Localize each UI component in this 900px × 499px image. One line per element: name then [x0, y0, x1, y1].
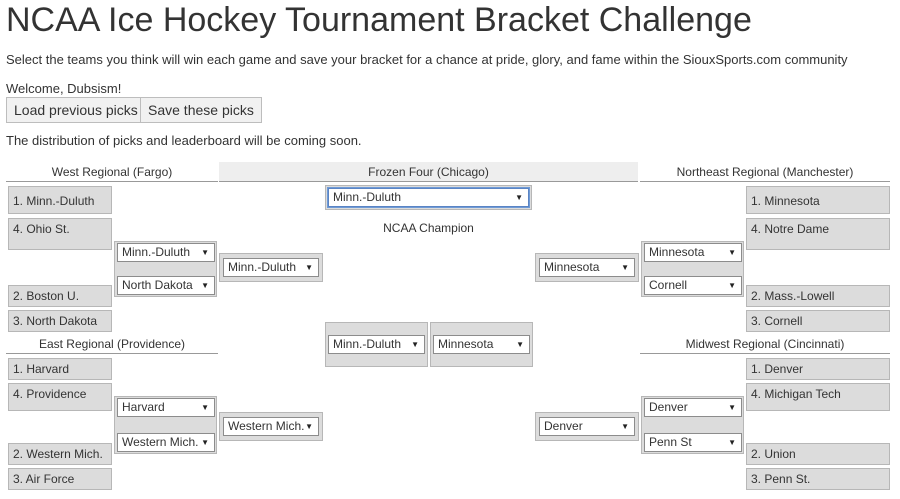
northeast-regional-header: Northeast Regional (Manchester) [640, 162, 890, 182]
midwest-final-select[interactable]: Denver▼ [539, 417, 635, 436]
east-regional-header: East Regional (Providence) [6, 334, 218, 354]
chevron-down-icon: ▼ [201, 403, 209, 412]
leaderboard-notice: The distribution of picks and leaderboar… [6, 133, 362, 148]
midwest-regional-header: Midwest Regional (Cincinnati) [640, 334, 890, 354]
chevron-down-icon: ▼ [621, 263, 629, 272]
midwest-semi-2-select[interactable]: Penn St▼ [644, 433, 742, 452]
welcome-message: Welcome, Dubsism! [6, 81, 122, 96]
west-semi-1-select[interactable]: Minn.-Duluth▼ [117, 243, 215, 262]
east-team-4: 4. Providence [8, 383, 112, 411]
chevron-down-icon: ▼ [621, 422, 629, 431]
chevron-down-icon: ▼ [515, 193, 523, 202]
chevron-down-icon: ▼ [516, 340, 524, 349]
load-picks-button[interactable]: Load previous picks [6, 97, 146, 123]
midwest-team-3: 3. Penn St. [746, 468, 890, 490]
chevron-down-icon: ▼ [201, 248, 209, 257]
chevron-down-icon: ▼ [728, 248, 736, 257]
northeast-team-1: 1. Minnesota [746, 186, 890, 214]
west-team-1: 1. Minn.-Duluth [8, 186, 112, 214]
west-team-4: 4. Ohio St. [8, 218, 112, 250]
final-right-select[interactable]: Minnesota▼ [433, 335, 530, 354]
midwest-semi-1-select[interactable]: Denver▼ [644, 398, 742, 417]
northeast-semi-1-select[interactable]: Minnesota▼ [644, 243, 742, 262]
northeast-team-2: 2. Mass.-Lowell [746, 285, 890, 307]
northeast-team-3: 3. Cornell [746, 310, 890, 332]
east-final-select[interactable]: Western Mich.▼ [223, 417, 319, 436]
northeast-team-4: 4. Notre Dame [746, 218, 890, 250]
chevron-down-icon: ▼ [728, 403, 736, 412]
midwest-team-4: 4. Michigan Tech [746, 383, 890, 411]
west-team-2: 2. Boston U. [8, 285, 112, 307]
champion-select[interactable]: Minn.-Duluth▼ [327, 187, 530, 208]
midwest-team-2: 2. Union [746, 443, 890, 465]
northeast-semi-2-select[interactable]: Cornell▼ [644, 276, 742, 295]
chevron-down-icon: ▼ [201, 281, 209, 290]
east-semi-1-select[interactable]: Harvard▼ [117, 398, 215, 417]
chevron-down-icon: ▼ [728, 438, 736, 447]
midwest-team-1: 1. Denver [746, 358, 890, 380]
chevron-down-icon: ▼ [411, 340, 419, 349]
chevron-down-icon: ▼ [728, 281, 736, 290]
page-title: NCAA Ice Hockey Tournament Bracket Chall… [6, 1, 752, 39]
save-picks-button[interactable]: Save these picks [140, 97, 262, 123]
east-team-2: 2. Western Mich. [8, 443, 112, 465]
west-semi-2-select[interactable]: North Dakota▼ [117, 276, 215, 295]
chevron-down-icon: ▼ [305, 422, 313, 431]
frozen-four-header: Frozen Four (Chicago) [219, 162, 638, 182]
final-left-select[interactable]: Minn.-Duluth▼ [328, 335, 425, 354]
chevron-down-icon: ▼ [305, 263, 313, 272]
west-final-select[interactable]: Minn.-Duluth▼ [223, 258, 319, 277]
east-team-3: 3. Air Force [8, 468, 112, 490]
west-regional-header: West Regional (Fargo) [6, 162, 218, 182]
chevron-down-icon: ▼ [201, 438, 209, 447]
west-team-3: 3. North Dakota [8, 310, 112, 332]
east-team-1: 1. Harvard [8, 358, 112, 380]
page-subtitle: Select the teams you think will win each… [6, 52, 848, 67]
east-semi-2-select[interactable]: Western Mich.▼ [117, 433, 215, 452]
ncaa-champion-label: NCAA Champion [383, 221, 474, 235]
northeast-final-select[interactable]: Minnesota▼ [539, 258, 635, 277]
